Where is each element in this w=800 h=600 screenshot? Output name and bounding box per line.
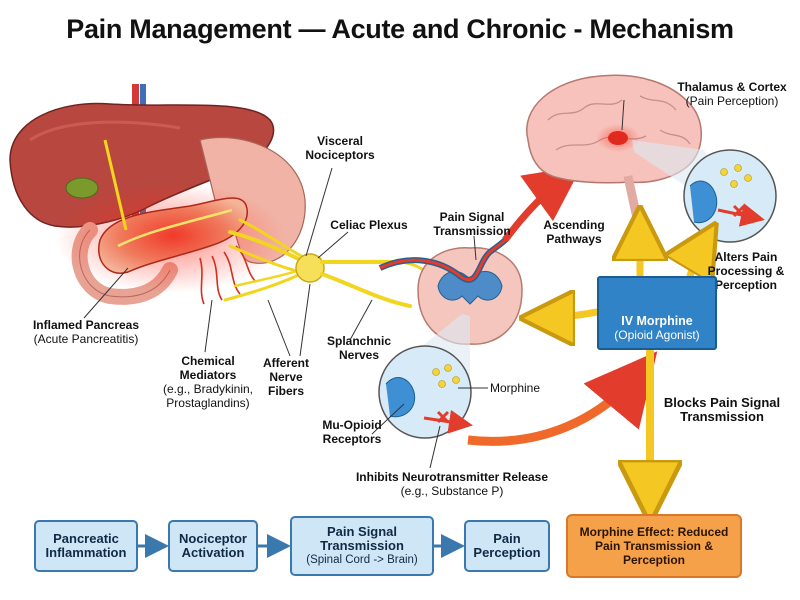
chemical-mediators-label: Chemical Mediators(e.g., Bradykinin, Pro… [162, 354, 254, 410]
flow-step-pain-signal-transmission: Pain Signal Transmission(Spinal Cord -> … [290, 516, 434, 576]
pain-signal-transmission-label: Pain Signal Transmission [433, 210, 511, 238]
leader-lines [83, 99, 625, 469]
alters-pain-label: Alters Pain Processing & Perception [707, 250, 785, 292]
thalamus-cortex-label: Thalamus & Cortex(Pain Perception) [677, 80, 787, 108]
inhibits-release-label: Inhibits Neurotransmitter Release(e.g., … [355, 470, 549, 498]
blocks-signal-arrow [467, 351, 658, 446]
visceral-nociceptors-label: Visceral Nociceptors [305, 134, 375, 162]
mu-opioid-receptors-label: Mu-Opioid Receptors [322, 418, 382, 446]
pancreas-illustration [55, 139, 285, 305]
morphine-label: Morphine [490, 381, 541, 395]
brain-synapse-zoom [632, 140, 777, 243]
diagram-title: Pain Management — Acute and Chronic - Me… [66, 14, 734, 44]
spinal-synapse-zoom [378, 314, 488, 439]
ascending-pathways-label: Ascending Pathways [543, 218, 605, 246]
morphine-effect-box: Morphine Effect: Reduced Pain Transmissi… [566, 514, 742, 578]
flow-step-nociceptor-activation: Nociceptor Activation [168, 520, 258, 572]
inflamed-pancreas-label: Inflamed Pancreas(Acute Pancreatitis) [32, 318, 140, 346]
celiac-plexus-label: Celiac Plexus [330, 218, 408, 232]
ascending-arrow [502, 165, 583, 243]
flow-step-pancreatic-inflammation: Pancreatic Inflammation [34, 520, 138, 572]
morphine-action-arrows [540, 226, 706, 500]
spinal-cord-illustration [378, 228, 523, 345]
iv-morphine-box: IV Morphine (Opioid Agonist) [597, 276, 717, 350]
blocks-pain-label: Blocks Pain Signal Transmission [663, 395, 781, 424]
splanchnic-nerves-label: Splanchnic Nerves [326, 334, 391, 362]
afferent-nerve-fibers-label: Afferent Nerve Fibers [262, 356, 309, 398]
flow-step-pain-perception: Pain Perception [464, 520, 550, 572]
